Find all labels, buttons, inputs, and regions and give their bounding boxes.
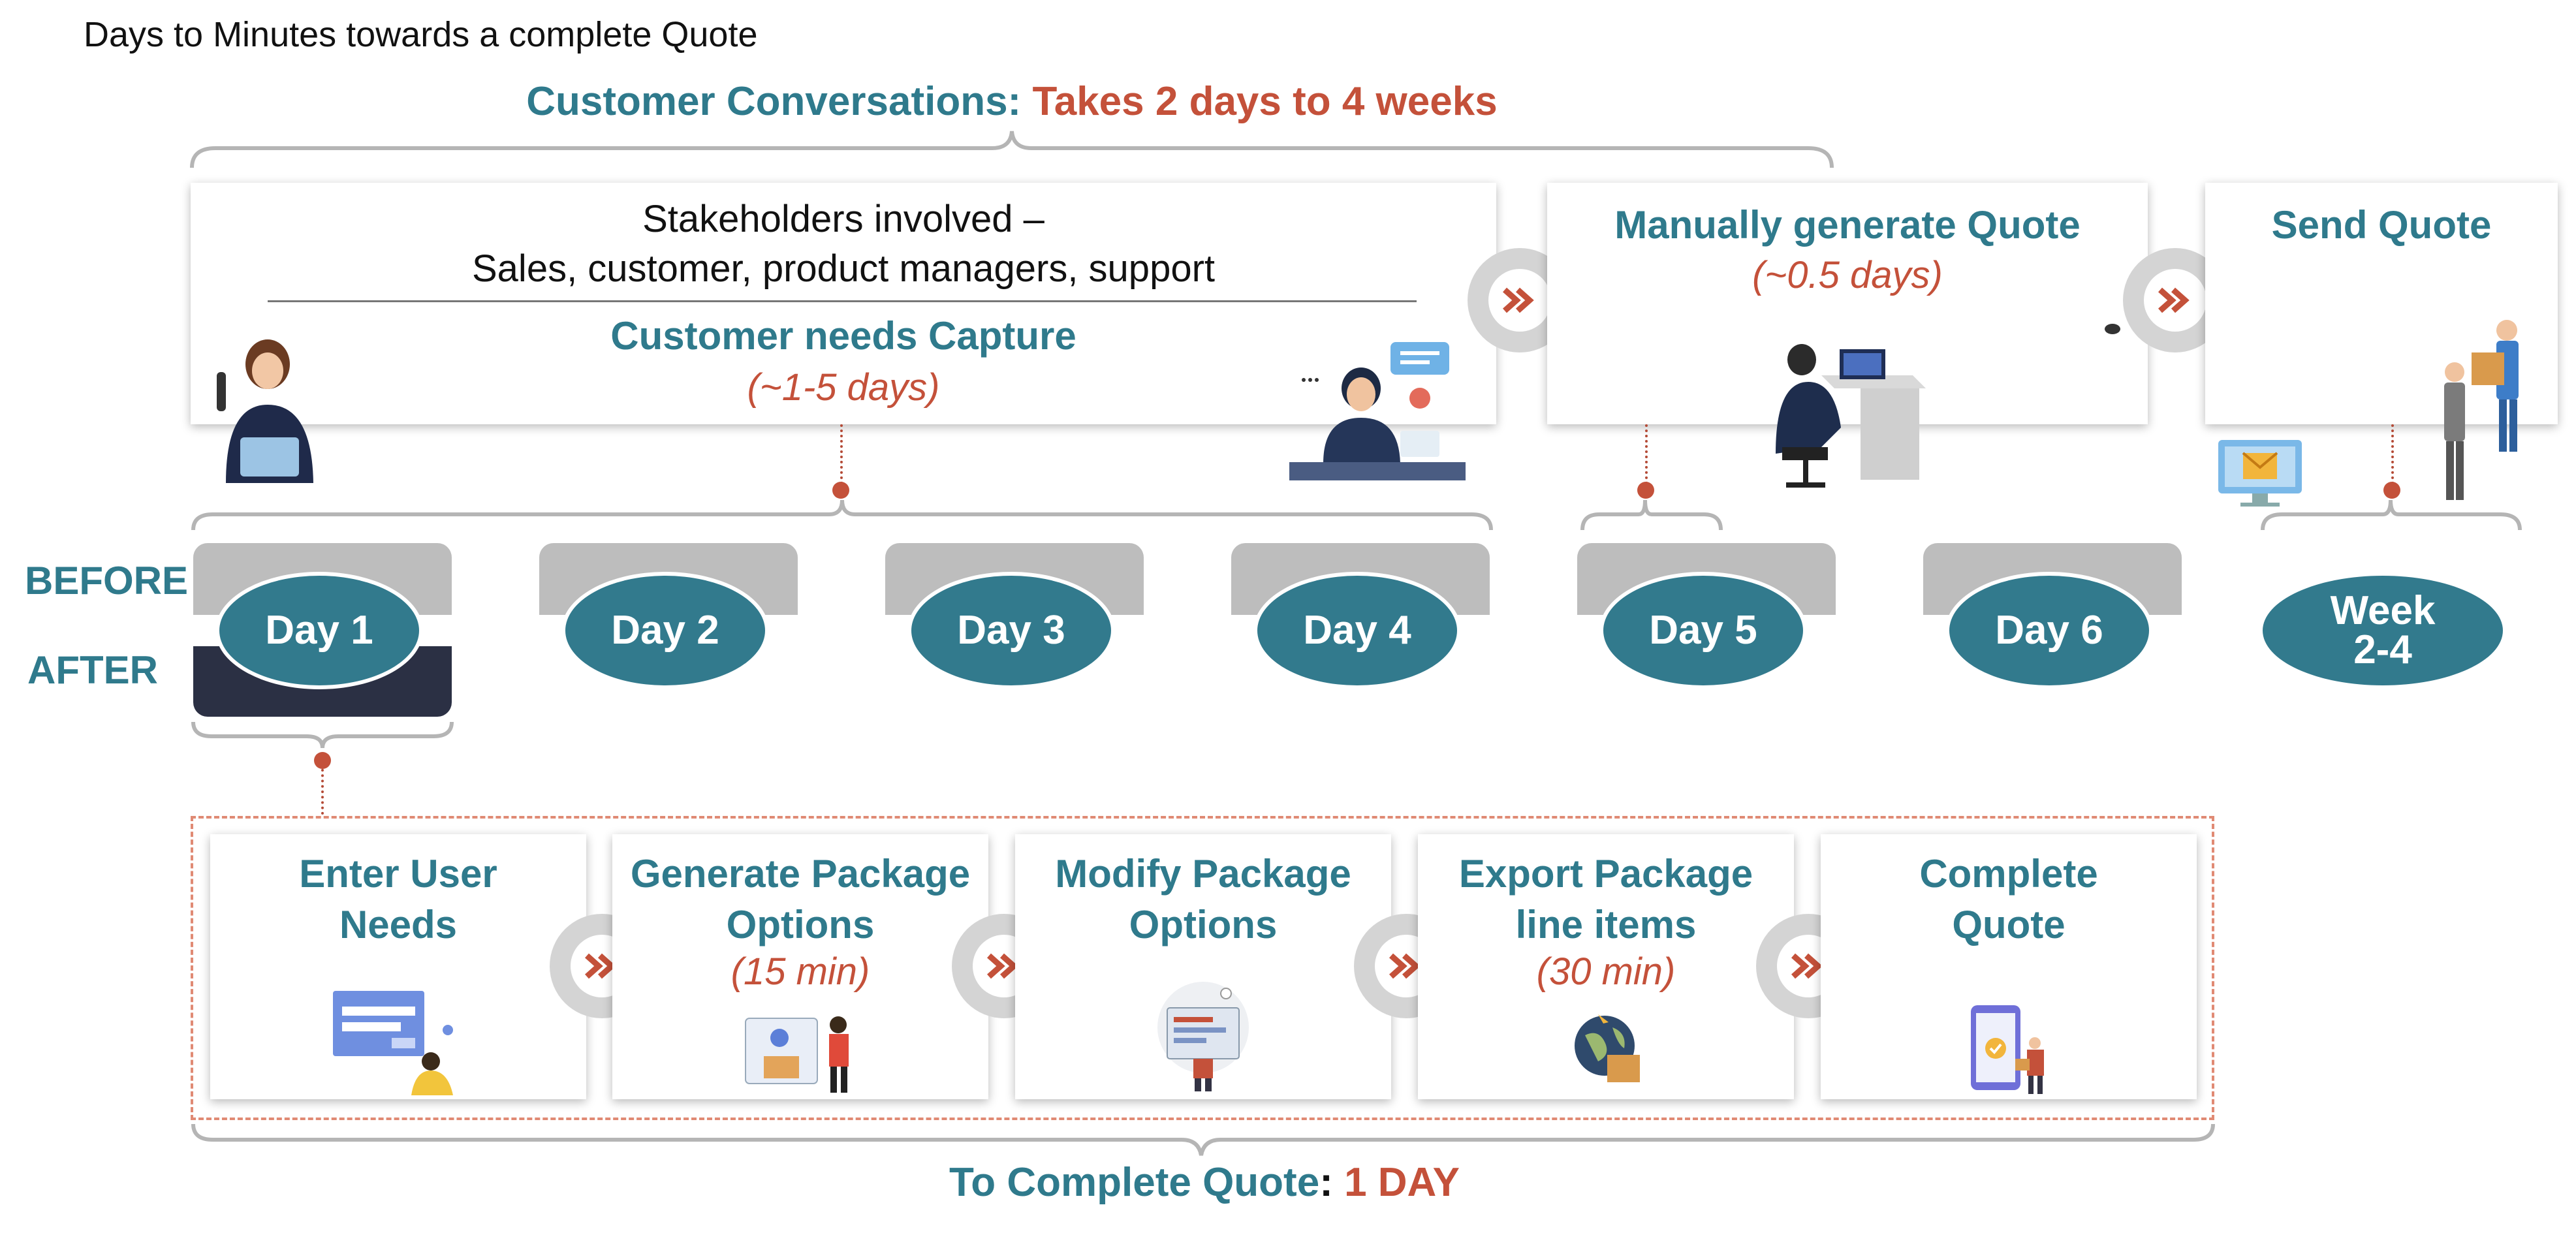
- timeline-braces: [191, 499, 2522, 531]
- conversations-brace: [190, 131, 1834, 168]
- desk-worker-icon: [1776, 344, 1926, 488]
- week-line2: 2-4: [2353, 627, 2412, 672]
- globe-export-icon: [1575, 1014, 1640, 1082]
- support-agent-icon: [1289, 342, 1466, 480]
- send-quote-title: Send Quote: [2271, 203, 2492, 247]
- after-label: AFTER: [27, 648, 158, 692]
- step-title-line2: line items: [1515, 903, 1697, 946]
- step-title-line2: Needs: [339, 903, 458, 946]
- step-title-line1: Export Package: [1458, 852, 1753, 896]
- day-3-oval: Day 3: [907, 572, 1115, 689]
- double-chevron-icon: [1503, 287, 1534, 313]
- edit-options-icon: [1157, 982, 1249, 1091]
- card-divider: [268, 300, 1417, 302]
- connector-generate: [1645, 424, 1648, 490]
- connector-dot: [2383, 482, 2400, 499]
- after-process-container: [191, 816, 2214, 1120]
- double-chevron-icon: [1389, 953, 1421, 979]
- footer-label: To Complete Quote: [949, 1160, 1320, 1205]
- before-label: BEFORE: [25, 559, 189, 602]
- step-duration: (15 min): [730, 950, 870, 993]
- week-oval: Week 2-4: [2259, 572, 2507, 689]
- step-card-generate-options: Generate Package Options (15 min): [612, 834, 988, 1099]
- step-title-line2: Options: [1129, 903, 1278, 946]
- delivery-people-icon: [2444, 320, 2519, 500]
- customer-needs-title: Customer needs Capture: [610, 314, 1076, 358]
- customer-needs-card: Stakeholders involved – Sales, customer,…: [191, 183, 1496, 424]
- step-card-complete-quote: Complete Quote: [1821, 834, 2197, 1099]
- bottom-brace: [191, 1123, 2215, 1156]
- after-brace: [191, 721, 454, 749]
- form-entry-icon: [333, 991, 453, 1095]
- step-title-line2: Options: [726, 903, 875, 946]
- double-chevron-icon: [1791, 953, 1823, 979]
- manual-quote-title: Manually generate Quote: [1614, 203, 2081, 247]
- stakeholders-line1: Stakeholders involved –: [642, 198, 1045, 240]
- double-chevron-icon: [2158, 287, 2190, 313]
- step-title-line1: Enter User: [299, 852, 497, 896]
- send-quote-card: Send Quote: [2205, 183, 2558, 424]
- step-title-line1: Modify Package: [1055, 852, 1351, 896]
- customer-needs-duration: (~1-5 days): [747, 366, 940, 409]
- conversations-heading: Customer Conversations: Takes 2 days to …: [0, 78, 2024, 125]
- page-title: Days to Minutes towards a complete Quote: [84, 15, 758, 54]
- footer-value: 1 DAY: [1344, 1160, 1460, 1205]
- decorative-dot: [2105, 324, 2120, 334]
- stakeholders-line2: Sales, customer, product managers, suppo…: [471, 247, 1216, 290]
- connector-dot: [314, 752, 331, 769]
- connector-dot: [1637, 482, 1654, 499]
- conversations-label: Customer Conversations:: [526, 79, 1022, 124]
- step-card-enter-needs: Enter User Needs: [210, 834, 586, 1099]
- manual-quote-duration: (~0.5 days): [1752, 254, 1943, 296]
- step-card-modify-options: Modify Package Options: [1015, 834, 1391, 1099]
- connector-capture: [840, 424, 843, 490]
- connector-send: [2391, 424, 2394, 490]
- footer-summary: To Complete Quote: 1 DAY: [0, 1159, 2409, 1206]
- day-6-oval: Day 6: [1945, 572, 2153, 689]
- day-2-oval: Day 2: [561, 572, 769, 689]
- footer-colon: :: [1319, 1160, 1333, 1205]
- mail-monitor-icon: [2218, 440, 2302, 507]
- woman-laptop-icon: [217, 339, 313, 483]
- conversations-value: Takes 2 days to 4 weeks: [1032, 79, 1498, 124]
- connector-dot: [832, 482, 849, 499]
- week-line1: Week: [2330, 588, 2436, 633]
- day-4-oval: Day 4: [1253, 572, 1461, 689]
- connector-after: [321, 769, 324, 815]
- step-duration: (30 min): [1536, 950, 1676, 993]
- step-title-line1: Complete: [1919, 852, 2098, 896]
- double-chevron-icon: [585, 953, 616, 979]
- package-config-icon: [745, 1016, 849, 1093]
- day-1-oval: Day 1: [215, 572, 423, 689]
- step-title-line1: Generate Package: [630, 852, 971, 896]
- step-card-export-items: Export Package line items (30 min): [1418, 834, 1794, 1099]
- double-chevron-icon: [987, 953, 1018, 979]
- step-title-line2: Quote: [1952, 903, 2066, 946]
- day-5-oval: Day 5: [1599, 572, 1807, 689]
- delivery-success-icon: [1971, 1005, 2044, 1094]
